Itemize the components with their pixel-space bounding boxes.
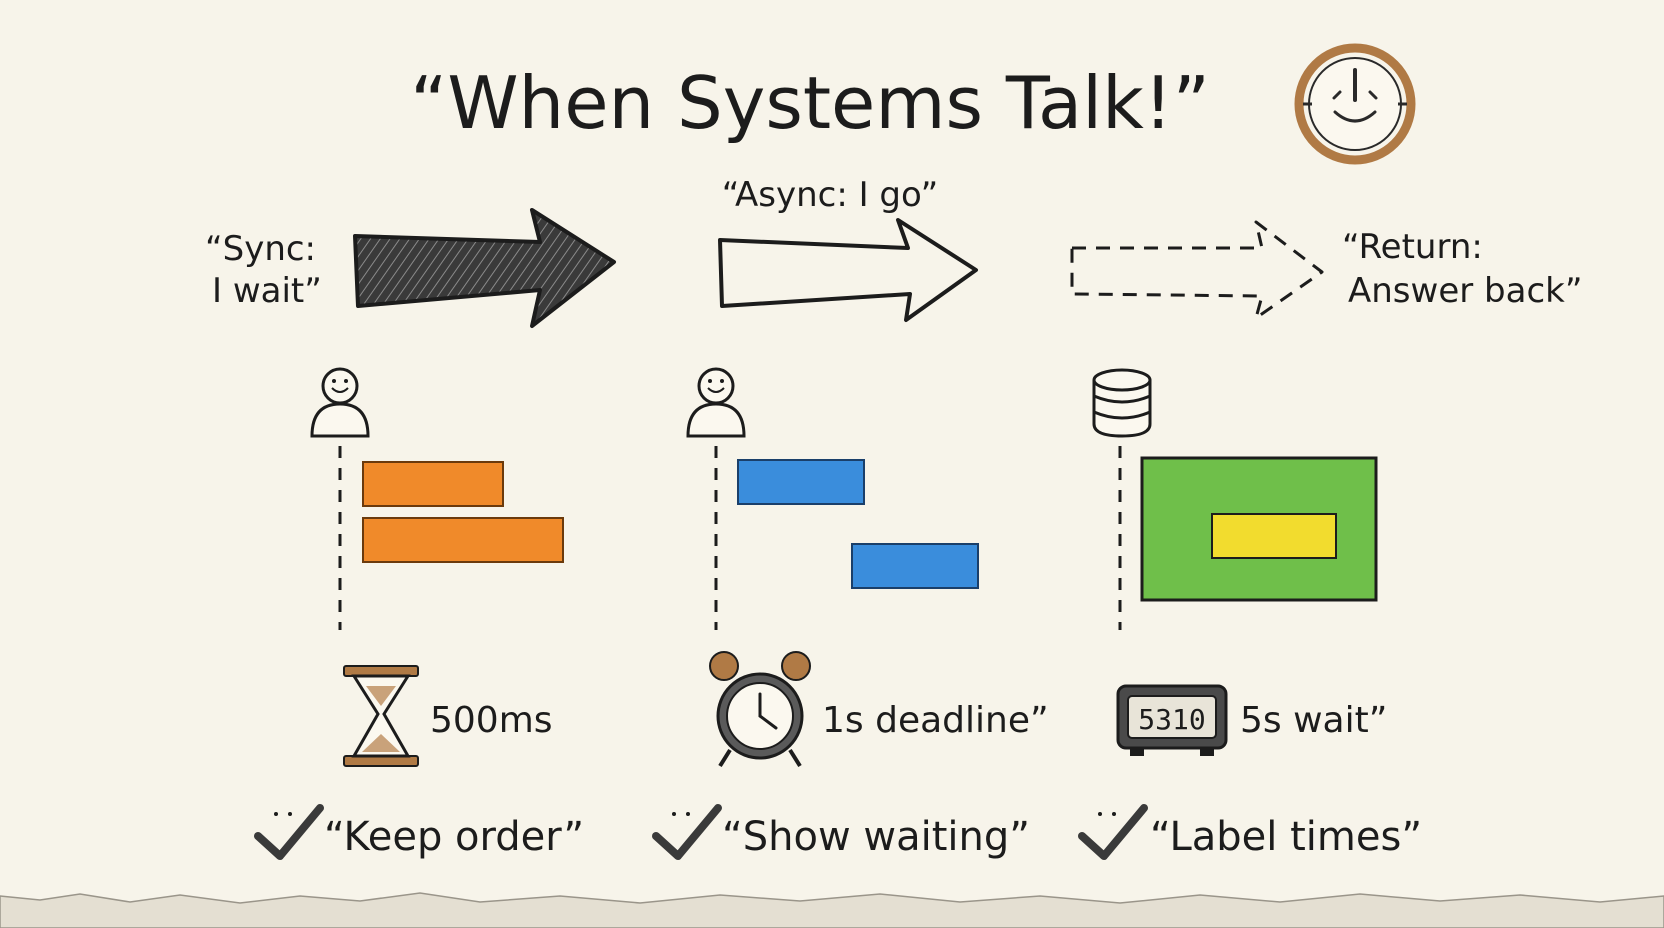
sync-label: “Sync: I wait” xyxy=(205,229,327,311)
return-arrow xyxy=(1070,220,1324,320)
sync-bar-2 xyxy=(362,517,564,563)
check-icon-async xyxy=(652,804,722,860)
sync-label-line2: I wait” xyxy=(212,271,322,311)
database-icon xyxy=(1092,368,1152,438)
return-inner-bar xyxy=(1211,513,1337,559)
sync-label-line1: “Sync: xyxy=(205,229,316,269)
async-arrow xyxy=(718,218,978,322)
sync-bar-1 xyxy=(362,461,504,507)
async-bar-1 xyxy=(737,459,865,505)
async-checklist-text: “Show waiting” xyxy=(722,814,1030,860)
check-icon-return xyxy=(1078,804,1148,860)
smiling-clock-icon xyxy=(1294,43,1416,165)
async-bar-2 xyxy=(851,543,979,589)
page-title: “When Systems Talk!” xyxy=(410,61,1210,145)
alarm-clock-icon xyxy=(709,651,811,768)
return-checklist-text: “Label times” xyxy=(1150,814,1422,860)
return-label-line1: “Return: xyxy=(1342,227,1483,267)
user-icon-sync xyxy=(310,367,370,438)
digital-clock-icon: 5310 xyxy=(1116,684,1228,756)
return-label: “Return: Answer back” xyxy=(1342,227,1582,311)
sync-arrow xyxy=(353,208,616,328)
torn-edge xyxy=(0,892,1664,928)
check-icon-sync xyxy=(254,804,324,860)
return-label-line2: Answer back” xyxy=(1348,271,1582,311)
hourglass-icon xyxy=(343,665,419,767)
return-timer-label: 5s wait” xyxy=(1240,700,1387,741)
digital-clock-display: 5310 xyxy=(1138,703,1205,736)
user-icon-async xyxy=(686,367,746,438)
async-timer-label: 1s deadline” xyxy=(822,700,1049,741)
sync-checklist-text: “Keep order” xyxy=(324,814,584,860)
async-label: “Async: I go” xyxy=(722,175,938,215)
sync-timer-label: 500ms xyxy=(430,700,553,741)
